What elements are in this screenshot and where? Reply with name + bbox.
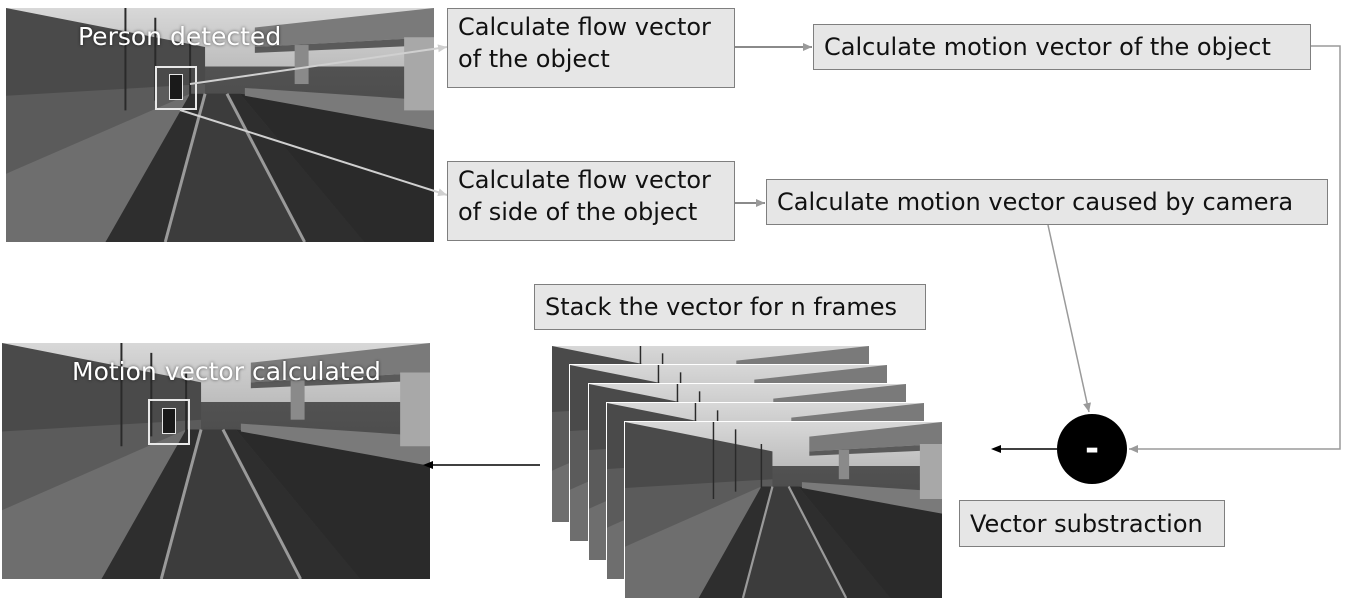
minus-icon: - [1084, 429, 1100, 469]
flow-object-line1: Calculate flow vector [458, 13, 711, 41]
flow-side-line2: of side of the object [458, 198, 698, 226]
subtract-operator: - [1057, 414, 1127, 484]
output-frame-label: Motion vector calculated [72, 357, 381, 386]
person-marker [169, 74, 183, 100]
motion-camera-box: Calculate motion vector caused by camera [766, 179, 1328, 225]
motion-detection-box [148, 399, 190, 445]
flow-object-line2: of the object [458, 45, 610, 73]
person-marker-output [162, 408, 176, 434]
motion-object-box: Calculate motion vector of the object [813, 24, 1311, 70]
subtraction-box: Vector substraction [959, 500, 1225, 547]
motion-object-text: Calculate motion vector of the object [824, 33, 1271, 61]
flow-object-box: Calculate flow vector of the object [447, 8, 735, 88]
flow-side-line1: Calculate flow vector [458, 166, 711, 194]
connector-detection-to-flow-object [189, 44, 448, 85]
arrow-motion-object-to-subtract [1129, 45, 1341, 453]
flow-side-box: Calculate flow vector of side of the obj… [447, 161, 735, 241]
motion-camera-text: Calculate motion vector caused by camera [777, 188, 1294, 216]
arrow-camera-to-subtract [1047, 224, 1091, 413]
stacked-frame [624, 421, 943, 599]
connector-detection-to-flow-side [179, 109, 448, 197]
subtraction-text: Vector substraction [970, 509, 1203, 538]
person-detection-box [155, 66, 197, 110]
stack-text: Stack the vector for n frames [545, 293, 897, 321]
input-frame-label: Person detected [78, 22, 282, 51]
stack-box: Stack the vector for n frames [534, 284, 926, 330]
